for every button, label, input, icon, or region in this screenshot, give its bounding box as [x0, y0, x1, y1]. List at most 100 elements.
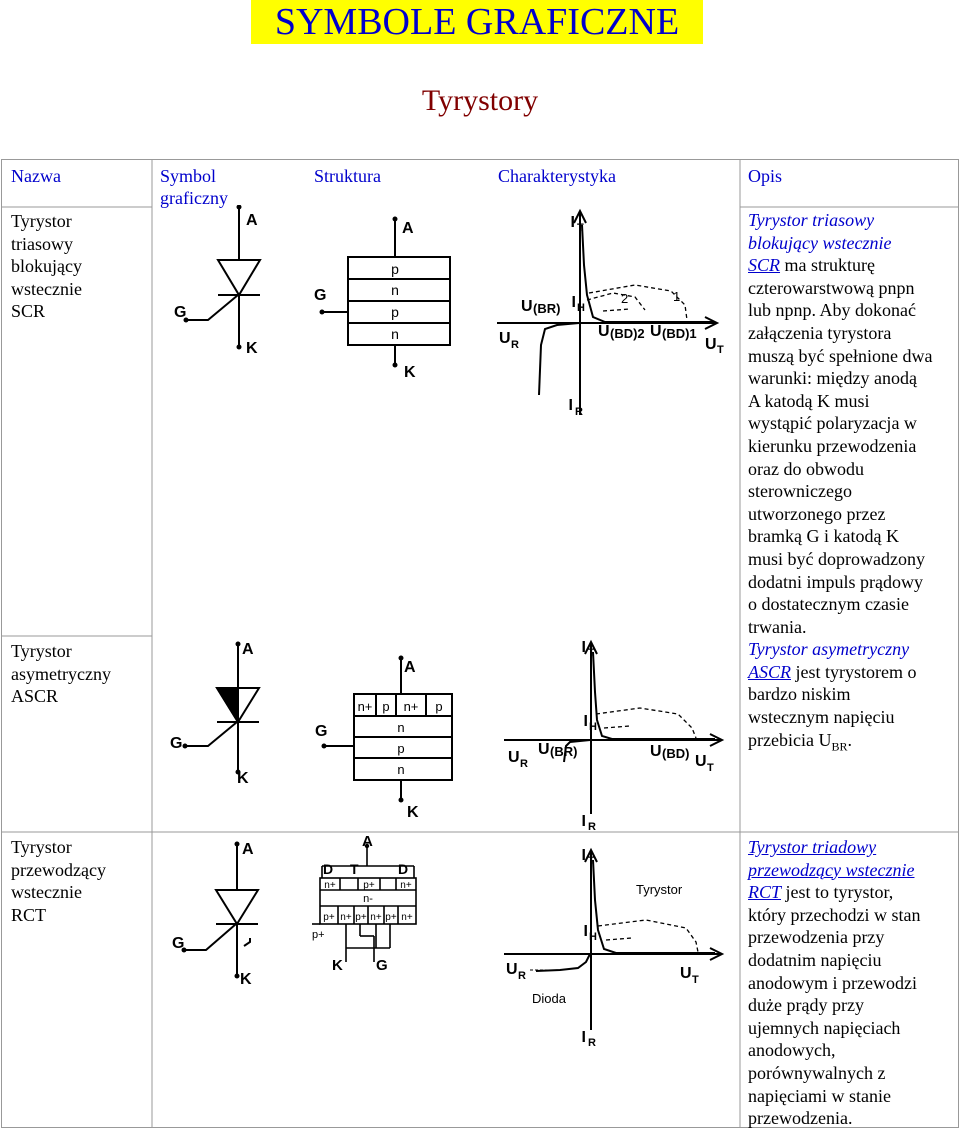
svg-text:R: R [518, 970, 526, 982]
svg-text:K: K [237, 770, 249, 787]
ascr-characteristic: I T I H U (BR) U R U (BD) U T I R [504, 639, 725, 832]
svg-text:I: I [584, 713, 588, 730]
svg-text:T: T [588, 855, 595, 867]
svg-text:n+: n+ [324, 880, 336, 891]
row-name-scr: Tyrystor triasowy blokujący wstecznie SC… [11, 211, 82, 321]
svg-text:I: I [582, 1029, 586, 1046]
label-tyrystor: Tyrystor [636, 882, 683, 897]
page-title: SYMBOLE GRAFICZNE [251, 0, 703, 44]
svg-text:n: n [397, 720, 404, 735]
svg-text:(BD)1: (BD)1 [662, 326, 697, 341]
row-name-ascr: Tyrystor asymetryczny ASCR [11, 641, 111, 706]
svg-text:G: G [170, 735, 182, 752]
svg-text:I: I [582, 639, 586, 656]
svg-text:p: p [397, 741, 404, 756]
label-dioda: Dioda [532, 991, 567, 1006]
ascr-symbol: A G K [170, 641, 261, 787]
svg-text:A: A [242, 641, 254, 658]
svg-text:T: T [692, 974, 699, 986]
svg-text:T: T [577, 222, 584, 234]
svg-text:R: R [520, 758, 528, 770]
svg-text:n-: n- [363, 893, 373, 905]
svg-text:I: I [582, 813, 586, 830]
scr-characteristic: I T I H U (BR) U R U (BD)2 U (BD)1 U T I… [497, 208, 724, 418]
svg-text:p+: p+ [385, 912, 397, 923]
rct-symbol: A G K [172, 841, 260, 988]
svg-text:p+: p+ [355, 912, 367, 923]
layer-p1: p [391, 261, 399, 277]
svg-text:p: p [382, 699, 389, 714]
svg-text:K: K [407, 804, 419, 821]
svg-text:G: G [172, 935, 184, 952]
scr-structure: A G K p n p n [314, 216, 451, 381]
svg-text:T: T [707, 762, 714, 774]
layer-n1: n [391, 282, 399, 298]
svg-text:(BD): (BD) [662, 746, 689, 761]
ascr-structure: A G K n+ p n+ p n p n [315, 655, 453, 821]
svg-text:U: U [680, 965, 692, 982]
svg-text:A: A [404, 659, 416, 676]
svg-text:n+: n+ [404, 699, 419, 714]
svg-text:H: H [577, 302, 585, 314]
svg-text:A: A [402, 220, 414, 237]
description-ascr-title: Tyrystor asymetryczny [748, 639, 910, 660]
svg-text:U: U [598, 323, 610, 340]
svg-text:U: U [521, 298, 533, 315]
header-structure: Struktura [314, 166, 381, 186]
svg-text:R: R [575, 406, 583, 418]
svg-text:U: U [695, 753, 707, 770]
svg-text:T: T [588, 647, 595, 659]
header-symbol: Symbol graficzny [160, 166, 228, 208]
svg-text:U: U [499, 330, 511, 347]
svg-text:2: 2 [621, 291, 628, 306]
svg-text:p: p [435, 699, 442, 714]
svg-text:D: D [398, 861, 408, 877]
svg-text:K: K [404, 364, 416, 381]
symbol-label-gate: G [174, 304, 186, 321]
layer-n2: n [391, 326, 399, 342]
svg-text:G: G [315, 723, 327, 740]
svg-text:U: U [506, 961, 518, 978]
svg-text:n+: n+ [370, 912, 382, 923]
svg-text:1: 1 [673, 289, 680, 304]
svg-text:A: A [362, 836, 373, 850]
svg-text:(BD)2: (BD)2 [610, 326, 645, 341]
symbol-label-anode: A [246, 212, 258, 229]
svg-text:U: U [538, 741, 550, 758]
page-subtitle: Tyrystory [421, 84, 539, 117]
header-name: Nazwa [11, 166, 61, 186]
description-rct: Tyrystor triadowy przewodzący wstecznie … [748, 837, 921, 1129]
svg-text:U: U [650, 323, 662, 340]
svg-text:U: U [705, 336, 717, 353]
rct-structure: A D T D n+ p+ n+ n- p+ n+ p+ n+ p+ n+ p+… [312, 836, 417, 974]
svg-text:p+: p+ [323, 912, 335, 923]
description-ascr: ASCR jest tyrystorem o [748, 661, 917, 682]
svg-text:G: G [314, 287, 326, 304]
svg-text:n+: n+ [400, 880, 412, 891]
svg-text:R: R [588, 1037, 596, 1049]
svg-text:(BR): (BR) [550, 744, 577, 759]
svg-text:D: D [323, 861, 333, 877]
svg-text:n+: n+ [340, 912, 352, 923]
svg-text:(BR): (BR) [533, 301, 560, 316]
svg-text:K: K [240, 971, 252, 988]
svg-text:I: I [572, 294, 576, 311]
svg-text:I: I [569, 397, 573, 414]
svg-text:K: K [332, 957, 343, 974]
symbol-label-cathode: K [246, 340, 258, 357]
rct-characteristic: I T I H U R U T I R Tyrystor Dioda [504, 847, 725, 1049]
svg-text:I: I [582, 847, 586, 864]
svg-text:n+: n+ [358, 699, 373, 714]
svg-text:H: H [589, 931, 597, 943]
row-name-rct: Tyrystor przewodzący wstecznie RCT [11, 837, 106, 925]
svg-text:I: I [584, 923, 588, 940]
svg-text:T: T [350, 861, 359, 877]
svg-text:n+: n+ [401, 912, 413, 923]
svg-text:G: G [376, 957, 388, 974]
layer-p2: p [391, 304, 399, 320]
svg-text:R: R [511, 339, 519, 351]
description-scr: Tyrystor triasowy blokujący wstecznie SC… [748, 209, 954, 758]
svg-text:I: I [571, 214, 575, 231]
svg-text:U: U [508, 749, 520, 766]
svg-text:U: U [650, 743, 662, 760]
